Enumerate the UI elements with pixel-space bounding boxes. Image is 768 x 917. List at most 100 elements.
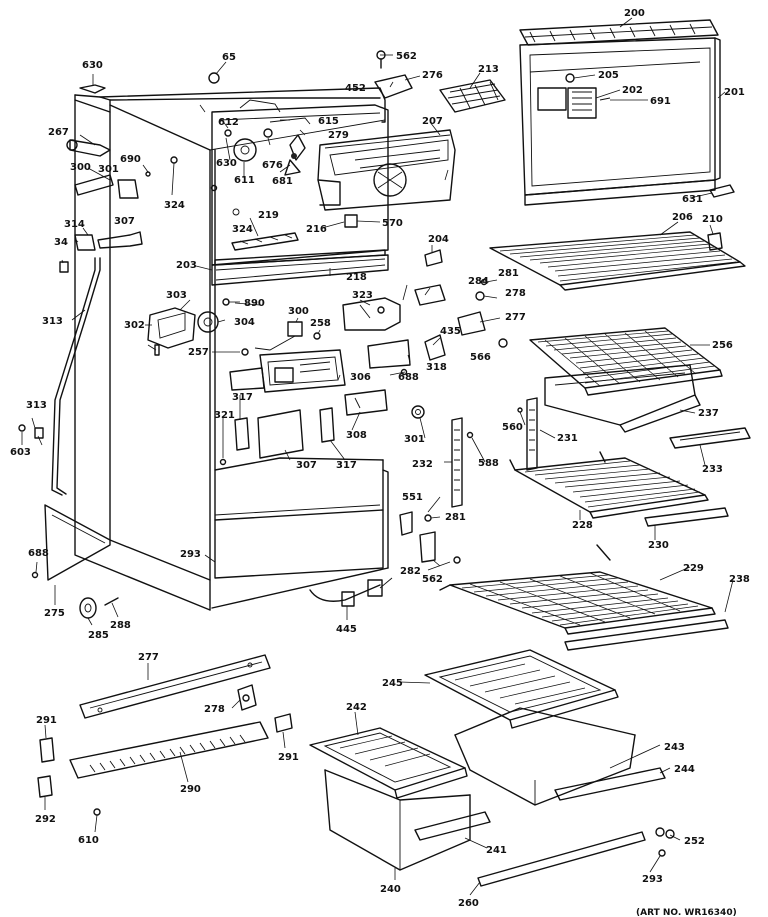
label-34: 34 xyxy=(54,237,68,248)
cabinet xyxy=(44,87,389,611)
freezer-rear-wall xyxy=(211,104,389,286)
drawer-guide xyxy=(237,684,257,711)
label-295: 300 xyxy=(70,162,91,173)
label-681: 688 xyxy=(398,372,419,383)
label-201: 201 xyxy=(724,87,745,98)
label-323: 323 xyxy=(352,290,373,301)
label-688a: 690 xyxy=(120,154,141,165)
label-256: 257 xyxy=(188,347,209,358)
crisper-drawer-right xyxy=(454,707,666,806)
grille-clips xyxy=(37,713,293,816)
label-203: 203 xyxy=(176,260,197,271)
label-300: 300 xyxy=(288,306,309,317)
label-303: 303 xyxy=(166,290,187,301)
label-318: 318 xyxy=(426,362,447,373)
label-290: 292 xyxy=(35,814,56,825)
label-205: 205 xyxy=(598,70,619,81)
label-450: 452 xyxy=(345,83,366,94)
damper-parts xyxy=(342,249,508,376)
label-445: 445 xyxy=(336,624,357,635)
label-229: 229 xyxy=(683,563,704,574)
middle-shelf xyxy=(509,451,709,519)
label-244: 244 xyxy=(674,764,695,775)
label-237: 233 xyxy=(702,464,723,475)
label-317b: 317 xyxy=(336,460,357,471)
upper-shelf xyxy=(529,327,723,433)
label-306: 306 xyxy=(350,372,371,383)
roller-parts xyxy=(79,597,119,619)
label-688b: 691 xyxy=(650,96,671,107)
label-570: 588 xyxy=(478,458,499,469)
label-285: 288 xyxy=(110,620,131,631)
label-267: 275 xyxy=(44,608,65,619)
fresh-food-controls xyxy=(219,389,425,466)
label-200: 200 xyxy=(624,8,645,19)
shelf-clips xyxy=(707,232,723,251)
label-204: 204 xyxy=(428,234,449,245)
label-293: 293 xyxy=(180,549,201,560)
label-304: 304 xyxy=(234,317,255,328)
crisper-cover-left xyxy=(309,727,468,799)
label-233: 232 xyxy=(412,459,433,470)
label-213: 213 xyxy=(478,64,499,75)
label-566: 570 xyxy=(382,218,403,229)
label-315: 314 xyxy=(64,219,85,230)
label-278: 278 xyxy=(204,704,225,715)
label-631: 65 xyxy=(222,52,236,63)
label-615: 630 xyxy=(216,158,237,169)
label-603: 610 xyxy=(78,835,99,846)
label-630b: 631 xyxy=(682,194,703,205)
label-252: 256 xyxy=(712,340,733,351)
bottom-parts xyxy=(477,827,675,887)
middle-shelf-trim xyxy=(644,507,729,527)
label-216: 216 xyxy=(306,224,327,235)
label-238: 237 xyxy=(698,408,719,419)
label-313: 313 xyxy=(42,316,63,327)
label-210: 210 xyxy=(702,214,723,225)
label-232: 231 xyxy=(557,433,578,444)
wire-harness xyxy=(309,577,393,607)
label-249: 252 xyxy=(684,836,705,847)
label-308: 308 xyxy=(346,430,367,441)
base-grille xyxy=(69,721,269,779)
fan-assembly xyxy=(210,99,311,192)
drawer-rail xyxy=(79,654,271,719)
label-630a: 630 xyxy=(82,60,103,71)
label-281a: 281 xyxy=(498,268,519,279)
label-296: 301 xyxy=(98,164,119,175)
label-281b: 281 xyxy=(445,512,466,523)
freezer-shelf xyxy=(489,231,746,291)
label-324b: 324 xyxy=(232,224,253,235)
shelf-rails xyxy=(451,397,538,508)
crisper-drawer-left xyxy=(324,769,491,871)
label-278a: 278 xyxy=(505,288,526,299)
label-230: 230 xyxy=(648,540,669,551)
freezer-door xyxy=(519,19,721,206)
label-317a: 317 xyxy=(232,392,253,403)
label-611: 612 xyxy=(218,117,239,128)
label-276: 277 xyxy=(505,312,526,323)
shelf-trim xyxy=(669,427,751,449)
label-321: 321 xyxy=(214,410,235,421)
label-307: 307 xyxy=(296,460,317,471)
label-218: 218 xyxy=(346,272,367,283)
label-242: 242 xyxy=(346,702,367,713)
label-228: 228 xyxy=(572,520,593,531)
label-241: 241 xyxy=(486,845,507,856)
label-452: 551 xyxy=(402,492,423,503)
label-551: 560 xyxy=(502,422,523,433)
label-207: 207 xyxy=(422,116,443,127)
label-219: 219 xyxy=(258,210,279,221)
part-labels: 630 65 562 276 452 213 200 205 202 691 2… xyxy=(10,8,750,917)
label-245: 245 xyxy=(382,678,403,689)
label-312: 307 xyxy=(114,216,135,227)
label-282: 282 xyxy=(400,566,421,577)
label-324a: 324 xyxy=(164,200,185,211)
label-560b: 566 xyxy=(470,352,491,363)
label-277: 277 xyxy=(138,652,159,663)
label-689: 890 xyxy=(244,298,265,309)
label-314: 313 xyxy=(26,400,47,411)
label-288: 290 xyxy=(180,784,201,795)
label-283: 284 xyxy=(468,276,489,287)
label-206: 206 xyxy=(672,212,693,223)
